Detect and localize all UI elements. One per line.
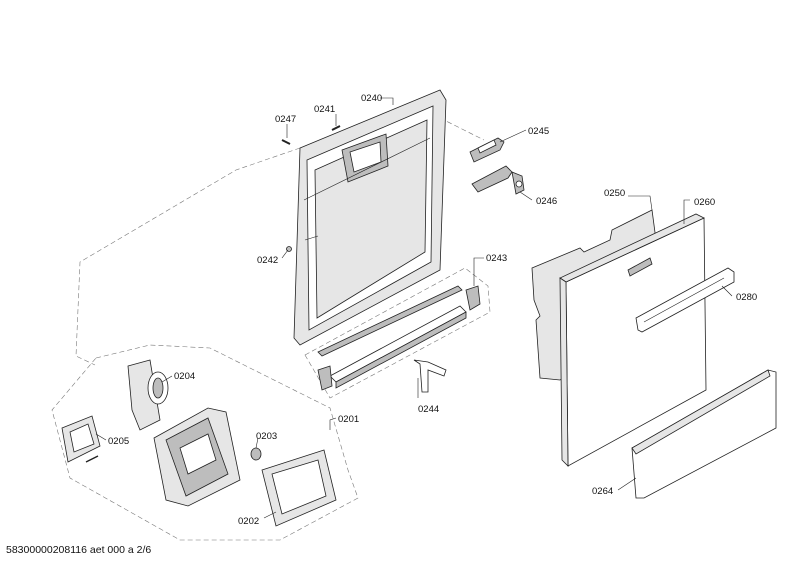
label-0205: 0205 — [108, 436, 129, 447]
callout-labels: 0240 0241 0247 0245 0246 0242 0243 0244 … — [108, 93, 757, 527]
document-footer-code: 58300000208116 aet 000 a 2/6 — [6, 544, 152, 556]
part-0260-outer-panel — [559, 213, 707, 467]
part-0241-screw — [331, 125, 341, 131]
label-0247: 0247 — [275, 114, 296, 125]
label-0245: 0245 — [528, 126, 549, 137]
label-0264: 0264 — [592, 486, 613, 497]
assembly-guide-lines — [51, 117, 491, 541]
label-0260: 0260 — [694, 197, 715, 208]
part-0204-seal — [127, 359, 169, 431]
label-0280: 0280 — [736, 292, 757, 303]
leader-lines — [95, 97, 733, 519]
part-0201-dispenser — [153, 407, 241, 507]
part-0203-knob — [250, 447, 262, 461]
label-0201: 0201 — [338, 414, 359, 425]
part-0243-rails — [317, 285, 481, 391]
label-0246: 0246 — [536, 196, 557, 207]
part-0244-hinge — [413, 359, 447, 393]
part-0240-inner-door — [293, 89, 447, 346]
label-0203: 0203 — [256, 431, 277, 442]
part-0264-kick-panel — [631, 369, 777, 499]
label-0204: 0204 — [174, 371, 195, 382]
label-0202: 0202 — [238, 516, 259, 527]
label-0243: 0243 — [486, 253, 507, 264]
part-0202-gasket-frame — [261, 449, 337, 527]
part-0246-bracket — [471, 165, 525, 195]
part-0245-bracket — [469, 137, 505, 163]
part-0205-control-panel — [61, 415, 101, 463]
label-0241: 0241 — [314, 104, 335, 115]
label-0244: 0244 — [418, 404, 439, 415]
part-0280-handle — [635, 267, 735, 333]
part-0247-screw — [281, 139, 291, 145]
label-0240: 0240 — [361, 93, 382, 104]
label-0242: 0242 — [257, 255, 278, 266]
label-0250: 0250 — [604, 188, 625, 199]
